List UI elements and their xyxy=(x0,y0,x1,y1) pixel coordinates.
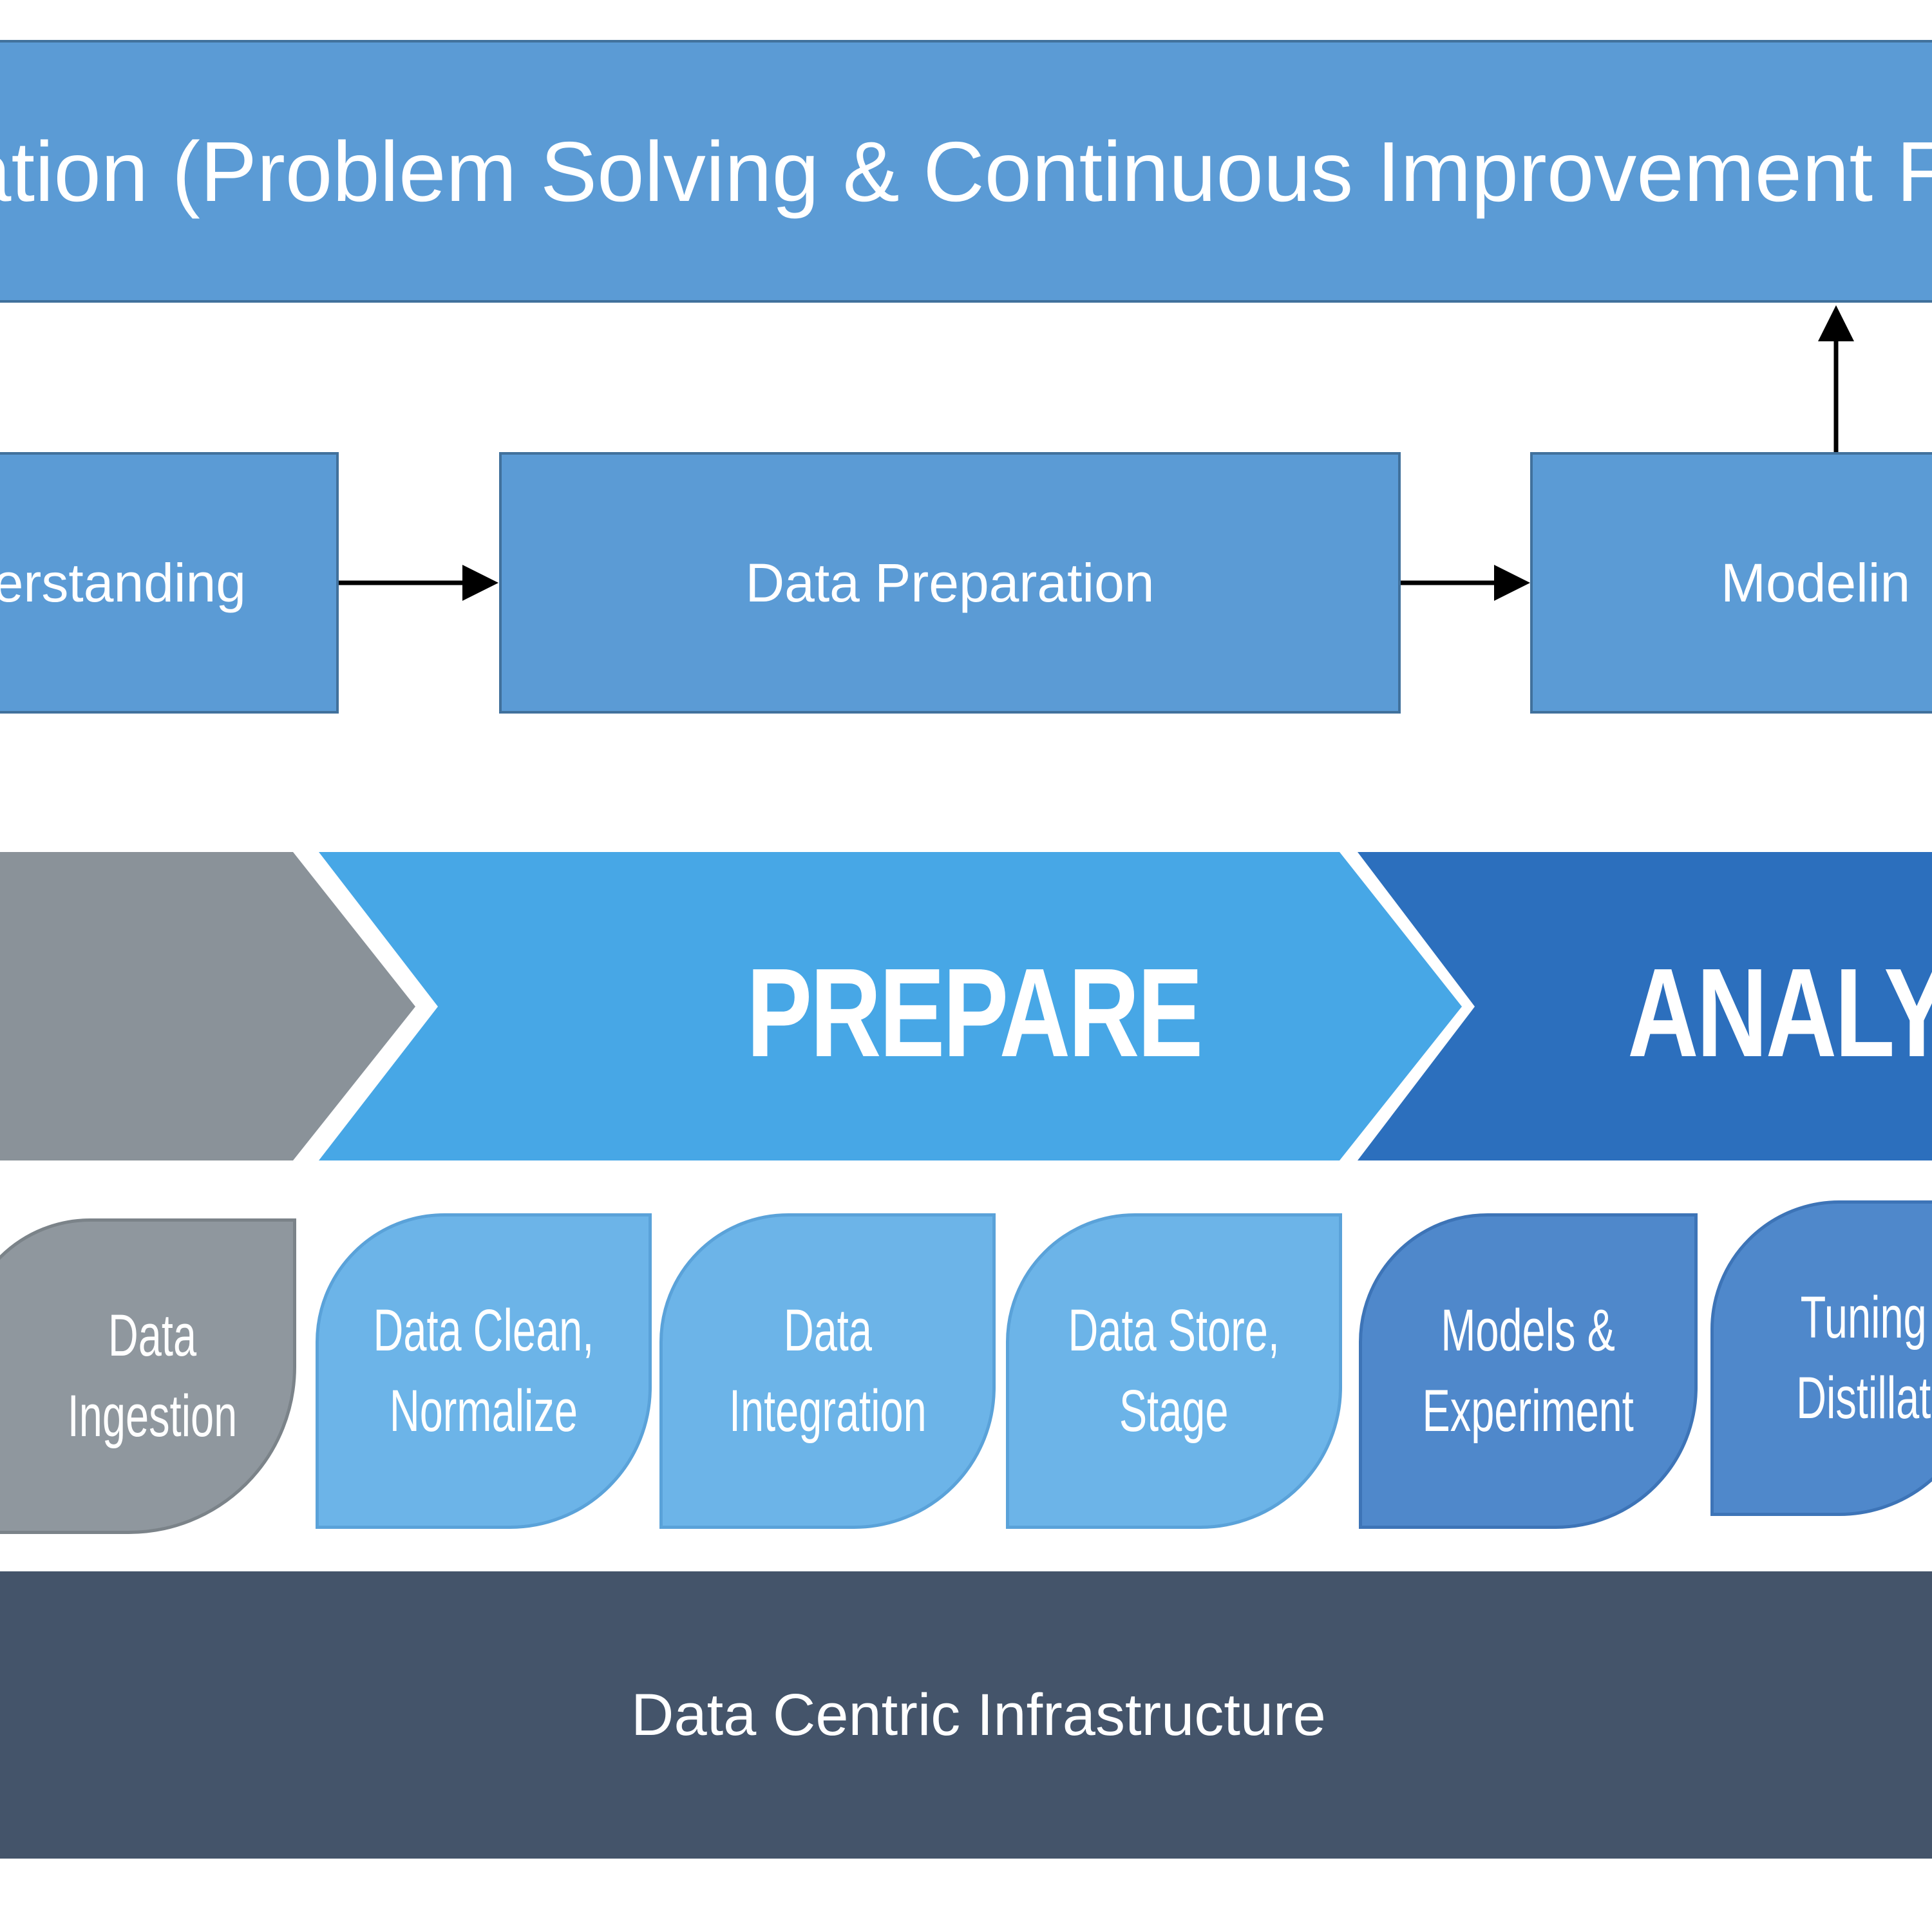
tile-data-clean-line2: Normalize xyxy=(389,1378,578,1444)
phase-chevron-analyze xyxy=(1358,852,1932,1160)
top-process-label: ation (Problem Solving & Continuous Impr… xyxy=(0,124,1932,219)
phase-prepare-label: PREPARE xyxy=(746,942,1203,1083)
tile-data-store-line1: Data Store, xyxy=(1068,1297,1280,1363)
tile-models-experiment-line2: Experiment xyxy=(1422,1378,1634,1444)
tile-data-clean-line1: Data Clean, xyxy=(373,1297,594,1363)
tile-data-ingestion: Data Ingestion xyxy=(0,1218,296,1534)
tile-tuning-distillation-line1: Tuning xyxy=(1800,1284,1927,1350)
tile-data-clean: Data Clean, Normalize xyxy=(316,1213,652,1529)
tile-data-store-line2: Stage xyxy=(1119,1378,1229,1444)
stage-data-preparation: Data Preparation xyxy=(499,452,1401,714)
stage-modeling-label: Modelin xyxy=(1721,552,1911,613)
stage-understanding: erstanding xyxy=(0,452,339,714)
infrastructure-label: Data Centric Infrastructure xyxy=(631,1681,1326,1748)
top-process-bar: ation (Problem Solving & Continuous Impr… xyxy=(0,40,1932,303)
tile-tuning-distillation-line2: Distillat xyxy=(1796,1365,1931,1431)
tile-data-integration: Data Integration xyxy=(659,1213,996,1529)
stage-modeling: Modelin xyxy=(1530,452,1932,714)
tile-data-integration-line2: Integration xyxy=(728,1378,927,1444)
infrastructure-bar: Data Centric Infrastructure xyxy=(0,1571,1932,1859)
tile-models-experiment-line1: Models & xyxy=(1441,1297,1616,1363)
tile-models-experiment: Models & Experiment xyxy=(1359,1213,1698,1529)
phase-analyze-label: ANALYZE xyxy=(1627,942,1932,1083)
tile-data-store: Data Store, Stage xyxy=(1006,1213,1342,1529)
tile-data-ingestion-line1: Data xyxy=(108,1302,197,1368)
stage-understanding-label: erstanding xyxy=(0,552,246,613)
phase-chevron-gray xyxy=(0,852,415,1160)
tile-tuning-distillation: Tuning Distillat xyxy=(1710,1200,1932,1516)
phase-chevron-prepare xyxy=(319,852,1462,1160)
tile-data-ingestion-line2: Ingestion xyxy=(68,1383,238,1449)
tile-data-integration-line1: Data xyxy=(783,1297,872,1363)
stage-data-preparation-label: Data Preparation xyxy=(745,552,1155,613)
